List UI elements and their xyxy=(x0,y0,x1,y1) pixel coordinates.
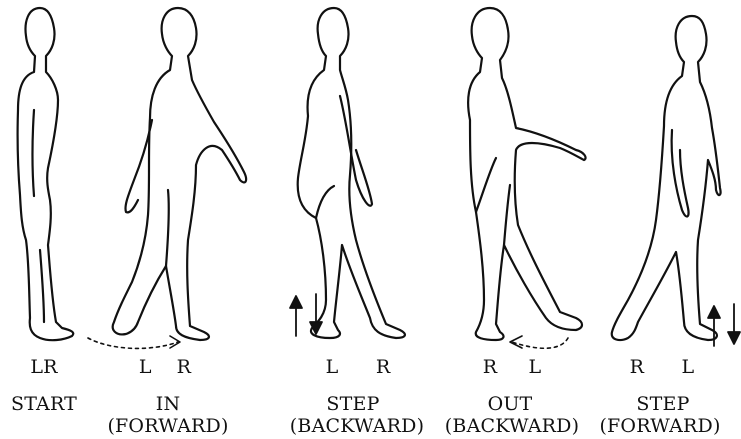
figure-step-back xyxy=(298,8,405,338)
foot-labels-out: R L xyxy=(483,356,542,378)
foot-labels-step-back: L R xyxy=(326,356,391,378)
step-name-out: OUT xyxy=(488,393,533,415)
direction-step-back: (BACKWARD) xyxy=(290,415,424,437)
foot-labels-in: L R xyxy=(139,356,191,378)
up-down-arrows-icon xyxy=(290,294,322,336)
step-name-step-fwd: STEP xyxy=(636,393,689,415)
figure-out xyxy=(468,8,585,340)
foot-labels-step-fwd: R L xyxy=(630,356,695,378)
direction-step-fwd: (FORWARD) xyxy=(599,415,720,437)
step-name-step-back: STEP xyxy=(326,393,379,415)
direction-out: (BACKWARD) xyxy=(445,415,579,437)
dotted-arrow-icon-back xyxy=(510,336,568,348)
step-name-start: START xyxy=(11,393,77,415)
foot-labels-start: LR xyxy=(30,356,57,378)
direction-in: (FORWARD) xyxy=(107,415,228,437)
figure-step-fwd xyxy=(612,16,721,340)
figure-in xyxy=(113,8,246,340)
step-name-in: IN xyxy=(156,393,181,415)
dotted-arrow-icon xyxy=(88,336,180,348)
figure-start xyxy=(18,8,74,340)
